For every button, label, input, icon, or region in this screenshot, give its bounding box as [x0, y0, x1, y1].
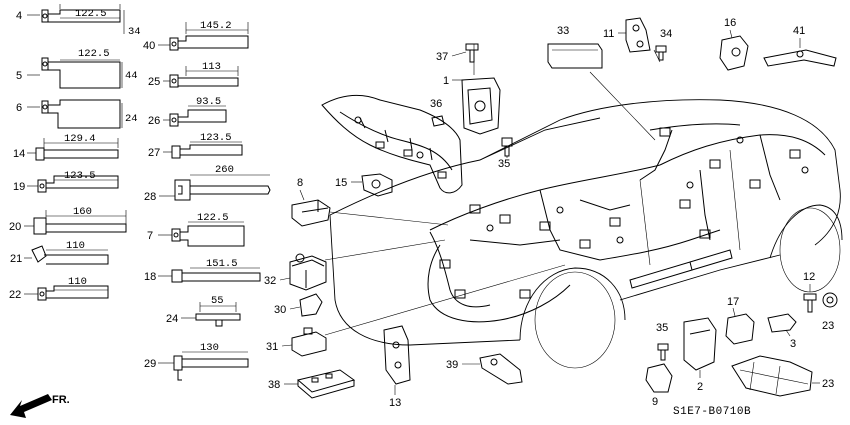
dimension-label: 130 — [200, 342, 219, 354]
dashboard-harness — [321, 94, 463, 194]
direction-label: FR. — [52, 394, 70, 406]
part-label: 40 — [143, 40, 155, 52]
part-label: 23 — [822, 378, 834, 390]
car-body-outline — [329, 99, 843, 369]
dimension-label: 93.5 — [196, 96, 221, 108]
part-label: 7 — [147, 230, 153, 242]
main-body-harness — [427, 123, 826, 323]
part-label: 13 — [389, 397, 401, 409]
part-label: 5 — [16, 70, 22, 82]
part-label: 38 — [268, 379, 280, 391]
dimension-label: 151.5 — [206, 258, 238, 270]
front-direction-arrow: FR. — [10, 394, 70, 418]
part-label: 29 — [144, 358, 156, 370]
part-label: 35 — [498, 158, 510, 170]
part-label: 35 — [656, 322, 668, 334]
part-label: 34 — [660, 28, 672, 40]
top-components: 37 1 36 35 33 11 34 16 — [430, 17, 837, 170]
part-label: 21 — [10, 253, 22, 265]
part-label: 39 — [446, 359, 458, 371]
dimension-label: 113 — [202, 61, 221, 73]
left-components: 15 8 32 30 31 38 — [264, 173, 393, 399]
dimension-label: 110 — [66, 240, 85, 252]
dimension-label: 110 — [68, 276, 87, 288]
part-label: 18 — [144, 271, 156, 283]
dimension-label: 260 — [215, 164, 234, 176]
part-label: 33 — [557, 25, 569, 37]
part-label: 28 — [144, 191, 156, 203]
part-label: 24 — [166, 313, 178, 325]
part-label: 11 — [603, 28, 614, 40]
part-label: 15 — [335, 177, 347, 189]
clip-column-middle: 40 145.2 25 113 26 93.5 27 123.5 28 — [143, 20, 271, 381]
dimension-label: 55 — [211, 295, 224, 307]
dimension-label: 34 — [128, 26, 141, 38]
part-label: 8 — [297, 177, 303, 189]
dimension-label: 123.5 — [64, 170, 96, 182]
part-label: 17 — [727, 296, 739, 308]
part-label: 6 — [16, 102, 22, 114]
dimension-label: 145.2 — [200, 20, 232, 32]
dimension-label: 129.4 — [64, 133, 96, 145]
part-label: 41 — [793, 25, 805, 37]
dimension-label: 160 — [73, 206, 92, 218]
leader-lines — [324, 44, 661, 336]
part-label: 16 — [724, 17, 736, 29]
part-label: 36 — [430, 98, 442, 110]
part-label: 14 — [13, 148, 25, 160]
dimension-label: 122.5 — [78, 48, 110, 60]
part-label: 9 — [652, 396, 658, 408]
part-label: 20 — [9, 221, 21, 233]
dimension-label: 44 — [125, 70, 138, 82]
part-label: 32 — [264, 275, 276, 287]
part-label: 26 — [148, 115, 160, 127]
part-label: 4 — [16, 10, 22, 22]
part-label: 19 — [13, 181, 25, 193]
dimension-label: 24 — [125, 113, 138, 125]
part-label: 27 — [148, 147, 160, 159]
dimension-label: 122.5 — [75, 8, 107, 20]
part-label: 31 — [266, 341, 278, 353]
part-label: 25 — [148, 76, 160, 88]
clip-column-left: 4 122.5 34 5 122.5 44 6 24 14 129.4 — [9, 4, 141, 301]
dimension-label: 122.5 — [197, 212, 229, 224]
bottom-components: 13 39 35 9 2 17 23 3 12 — [383, 271, 838, 409]
part-label: 12 — [803, 271, 815, 283]
part-label: 23 — [822, 320, 834, 332]
part-label: 1 — [443, 75, 449, 87]
diagram-code: S1E7-B0710B — [673, 406, 751, 418]
part-label: 30 — [274, 304, 286, 316]
part-label: 22 — [9, 289, 21, 301]
part-label: 2 — [697, 381, 703, 393]
part-label: 3 — [790, 338, 796, 350]
part-label: 37 — [436, 51, 448, 63]
dimension-label: 123.5 — [200, 132, 232, 144]
